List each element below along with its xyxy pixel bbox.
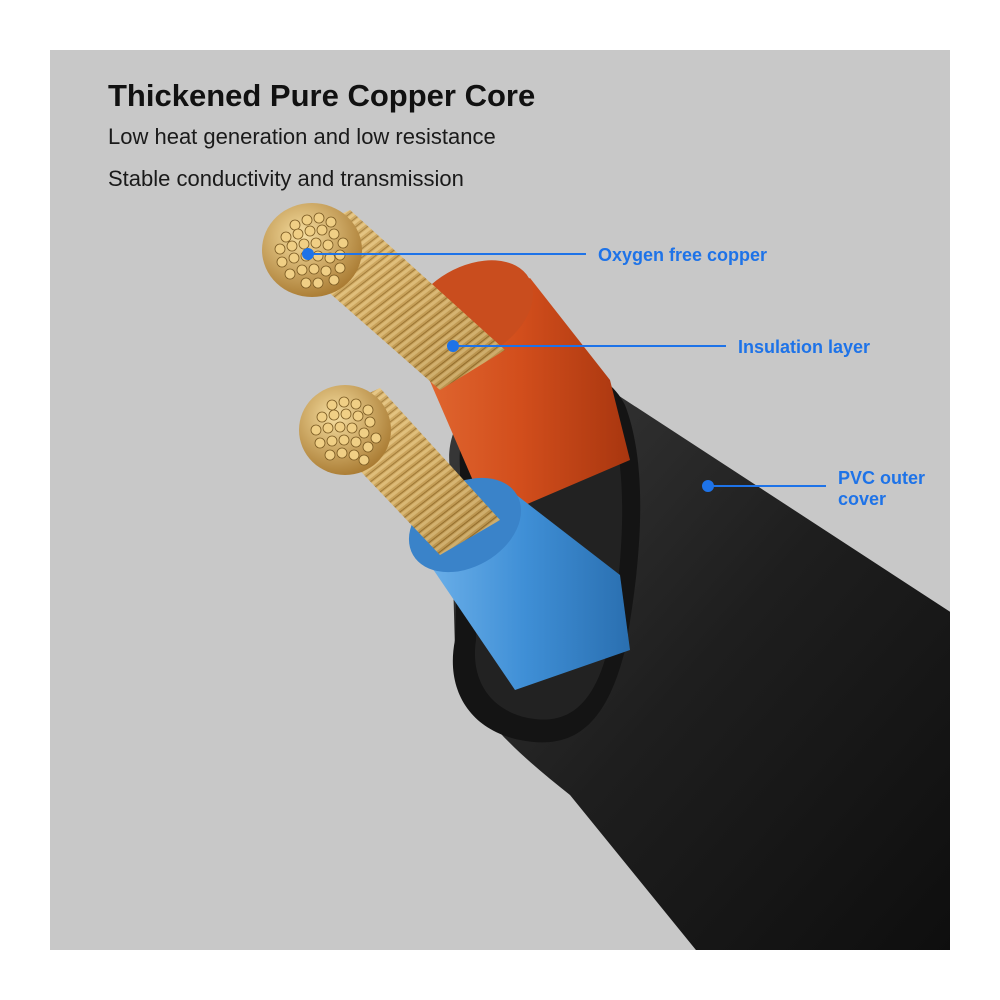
callout-pvc-line-1: PVC outer [838,468,926,488]
callout-oxygen-free-copper: Oxygen free copper [598,245,768,265]
feature-line-2: Stable conductivity and transmission [108,166,464,191]
page-title: Thickened Pure Copper Core [108,78,536,113]
cable-illustration [262,203,950,950]
callout-insulation-layer: Insulation layer [738,337,871,357]
product-panel: Thickened Pure Copper Core Low heat gene… [50,50,950,950]
strand-ends-top [274,212,349,289]
pvc-marker-dot [702,480,714,492]
callout-pvc-outer-cover: PVC outer cover [838,468,925,510]
feature-line-1: Low heat generation and low resistance [108,124,496,149]
copper-marker-dot [302,248,314,260]
callout-pvc-line-2: cover [838,489,887,509]
callout-leaders [302,248,826,492]
insulation-marker-dot [447,340,459,352]
copper-strands-bottom [299,385,500,555]
strand-ends-bottom [310,396,382,466]
